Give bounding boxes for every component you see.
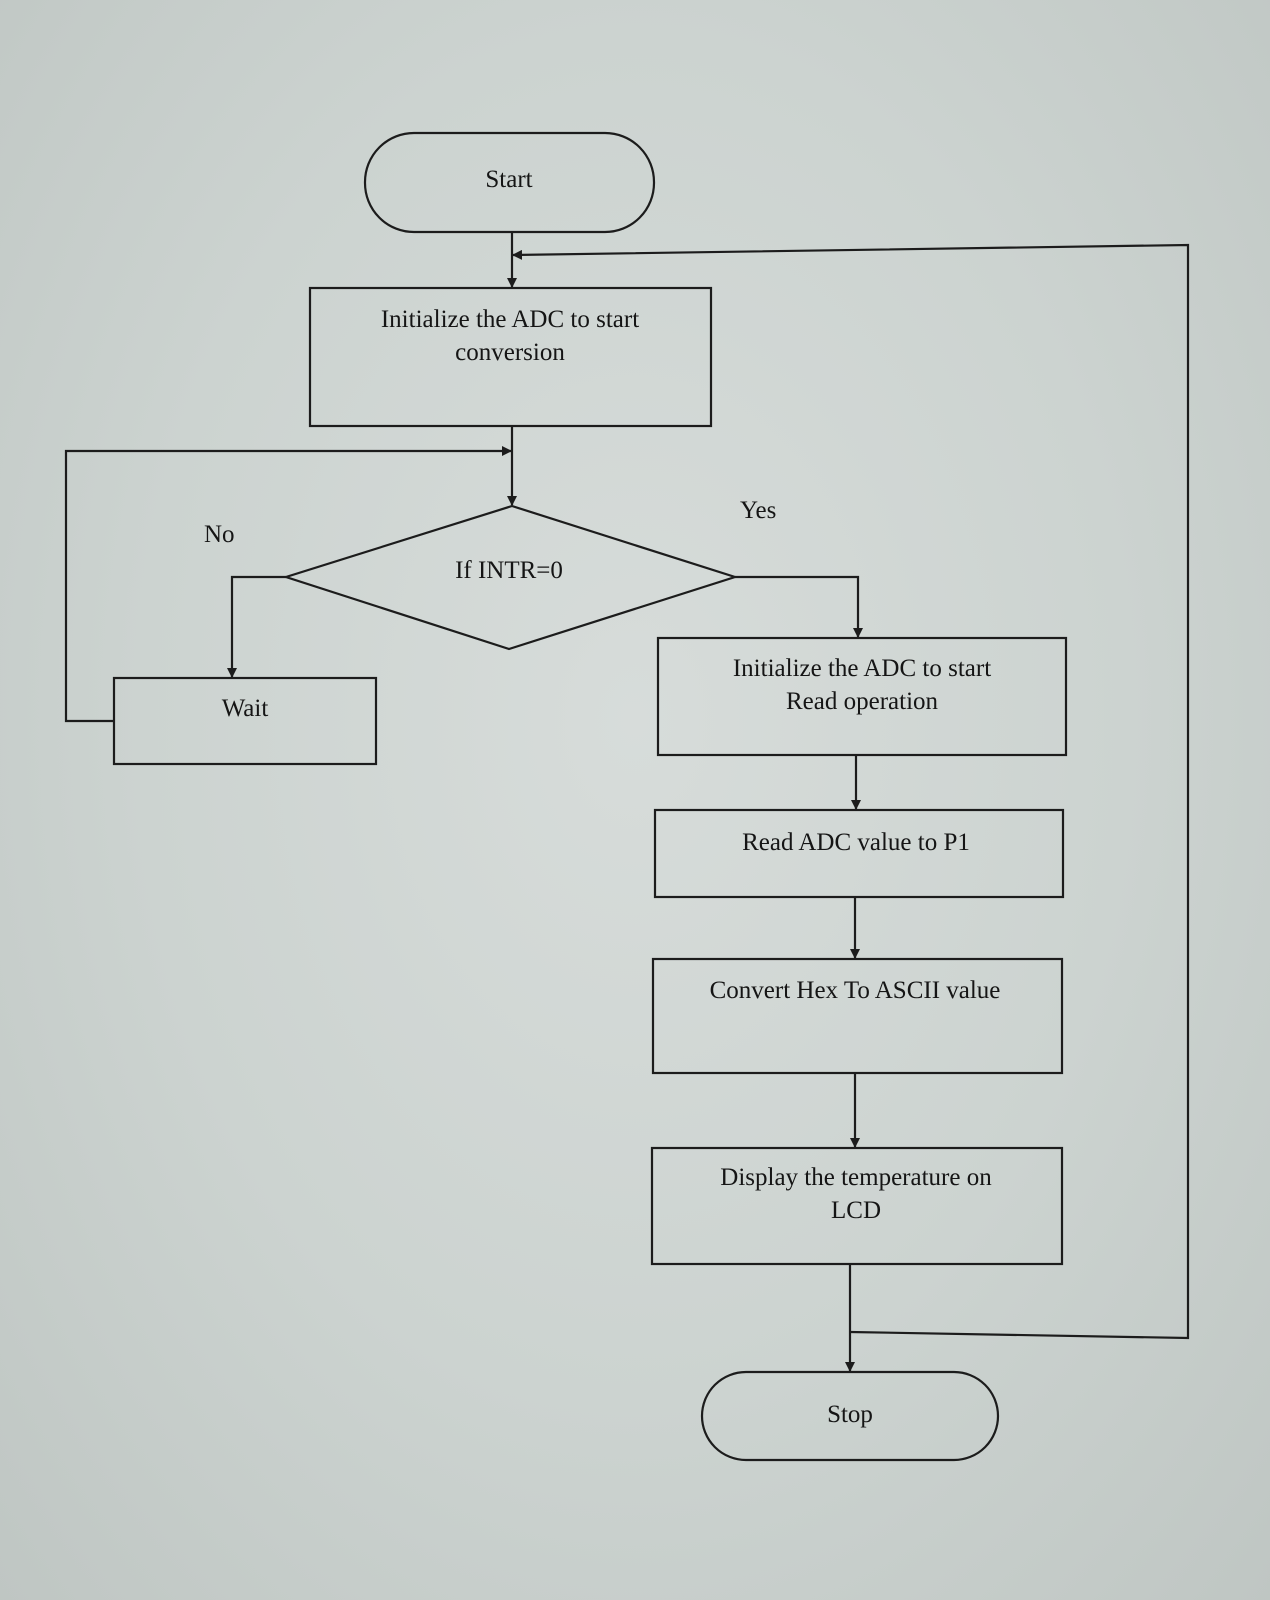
node-start: Start	[363, 131, 656, 234]
edge-loop-back-to-init-conversion	[512, 243, 1190, 1340]
check-intr-diamond	[282, 504, 739, 651]
wait-label: Wait	[222, 695, 269, 722]
display-box	[650, 1146, 1064, 1266]
node-init-conversion: Initialize the ADC to start conversion	[308, 286, 713, 428]
node-wait: Wait	[112, 676, 378, 766]
node-display: Display the temperature on LCD	[650, 1146, 1064, 1266]
check-intr-label: If INTR=0	[455, 557, 563, 584]
convert-box	[651, 957, 1064, 1075]
node-stop: Stop	[700, 1370, 1000, 1462]
yes-branch-label: Yes	[740, 497, 776, 524]
start-label: Start	[485, 166, 532, 193]
display-label-line-1: Display the temperature on	[720, 1164, 992, 1191]
node-read-value: Read ADC value to P1	[653, 808, 1065, 899]
init-read-label-line-2: Read operation	[786, 688, 939, 715]
init-conversion-label-line-2: conversion	[455, 339, 565, 366]
init-read-label-line-1: Initialize the ADC to start	[733, 655, 991, 682]
init-conversion-label-line-1: Initialize the ADC to start	[381, 306, 639, 333]
edge-check-intr-no-to-wait	[227, 575, 286, 678]
edge-check-intr-yes-to-init-read	[735, 575, 863, 638]
node-convert: Convert Hex To ASCII value	[651, 957, 1064, 1075]
display-label-line-2: LCD	[831, 1197, 881, 1224]
read-value-label: Read ADC value to P1	[742, 829, 970, 856]
convert-label: Convert Hex To ASCII value	[710, 977, 1001, 1004]
init-conversion-box	[308, 286, 713, 428]
no-branch-label: No	[204, 521, 235, 548]
init-read-box	[656, 636, 1068, 757]
node-init-read: Initialize the ADC to start Read operati…	[656, 636, 1068, 757]
stop-label: Stop	[827, 1401, 873, 1428]
node-check-intr: If INTR=0	[282, 504, 739, 651]
read-value-box	[653, 808, 1065, 899]
edge-wait-to-check-intr	[64, 446, 512, 723]
stop-terminator-shape	[700, 1370, 1000, 1462]
start-terminator-shape	[363, 131, 656, 234]
